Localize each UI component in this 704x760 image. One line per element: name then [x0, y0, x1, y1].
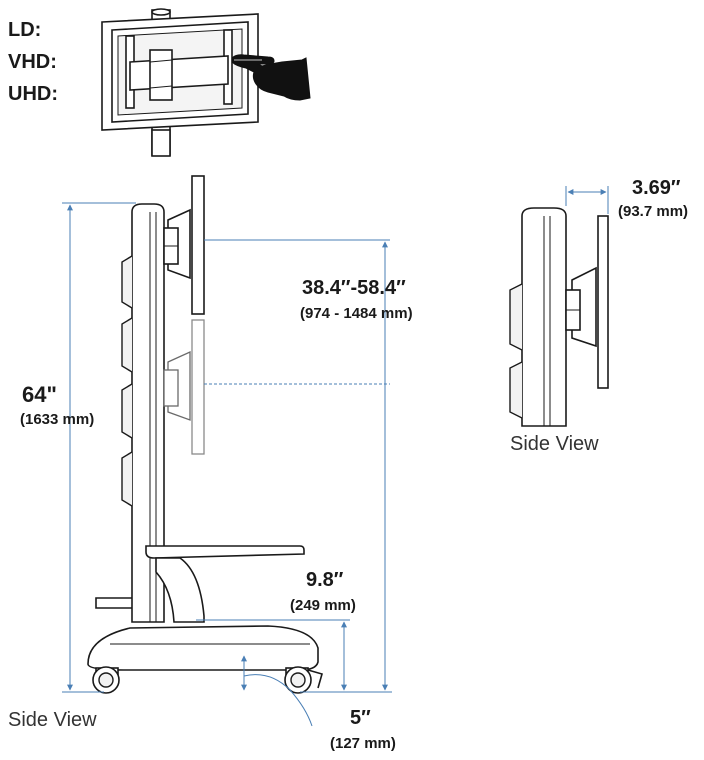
range-inches: 38.4″-58.4″ [302, 277, 406, 299]
height-dimension [62, 202, 136, 693]
depth-dimension [565, 186, 609, 214]
shelf-mm: (249 mm) [290, 597, 356, 614]
height-mm: (1633 mm) [20, 411, 94, 428]
label-uhd: UHD: [8, 83, 58, 105]
caster-dimension [241, 655, 313, 727]
detail-view-caption: Side View [510, 433, 599, 455]
label-vhd: VHD: [8, 51, 57, 73]
pointing-hand-icon [231, 54, 311, 101]
depth-inches: 3.69″ [632, 177, 681, 199]
shelf-dimension [196, 619, 350, 691]
front-caster-icon [92, 666, 120, 694]
depth-mm: (93.7 mm) [618, 203, 688, 220]
range-dimension [204, 239, 392, 693]
range-mm: (974 - 1484 mm) [300, 305, 413, 322]
monitor-front-illustration [101, 8, 259, 157]
detail-side-view [509, 207, 609, 427]
main-view-caption: Side View [8, 709, 97, 731]
shelf-inches: 9.8″ [306, 569, 344, 591]
rear-caster-icon [284, 666, 323, 694]
label-ld: LD: [8, 19, 41, 41]
caster-mm: (127 mm) [330, 735, 396, 752]
height-inches: 64" [22, 382, 57, 407]
cart-side-view [87, 175, 323, 694]
caster-inches: 5″ [350, 707, 371, 729]
